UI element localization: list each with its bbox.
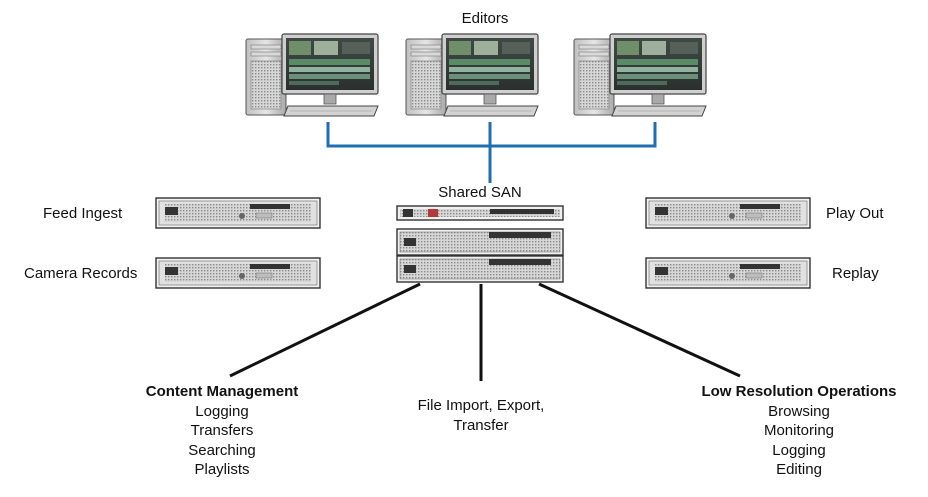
server-camera-records [155, 257, 321, 289]
content-management-item: Searching [188, 441, 256, 459]
label-camera-records: Camera Records [24, 265, 138, 282]
server-replay [645, 257, 811, 289]
server-feed-ingest [155, 197, 321, 229]
editor-network [326, 122, 657, 183]
content-management-item: Logging [195, 402, 249, 420]
editors-title: Editors [461, 10, 509, 27]
content-management-heading: Content Management [145, 383, 299, 400]
low-res-item: Logging [772, 441, 826, 459]
shared-san-label: Shared SAN [438, 184, 522, 201]
server-play-out [645, 197, 811, 229]
low-res-operations-heading: Low Resolution Operations [701, 383, 897, 400]
low-res-item: Browsing [768, 402, 830, 420]
low-res-item: Editing [776, 461, 822, 478]
editor-workstation-left [245, 33, 379, 117]
editor-workstation-center [405, 33, 539, 117]
file-transfer-line: Transfer [453, 416, 509, 434]
file-transfer-group: File Import, Export, Transfer [381, 396, 581, 435]
content-management-item: Playlists [194, 461, 250, 478]
san-connectors [229, 282, 741, 381]
file-transfer-line: File Import, Export, [417, 397, 545, 414]
shared-san-storage [396, 205, 564, 283]
label-feed-ingest: Feed Ingest [43, 205, 123, 222]
content-management-group: Content Management Logging Transfers Sea… [122, 382, 322, 480]
content-management-item: Transfers [190, 422, 254, 439]
low-res-operations-group: Low Resolution Operations Browsing Monit… [674, 382, 924, 480]
label-play-out: Play Out [826, 205, 884, 222]
label-replay: Replay [832, 265, 879, 282]
low-res-item: Monitoring [763, 422, 835, 439]
editor-workstation-right [573, 33, 707, 117]
